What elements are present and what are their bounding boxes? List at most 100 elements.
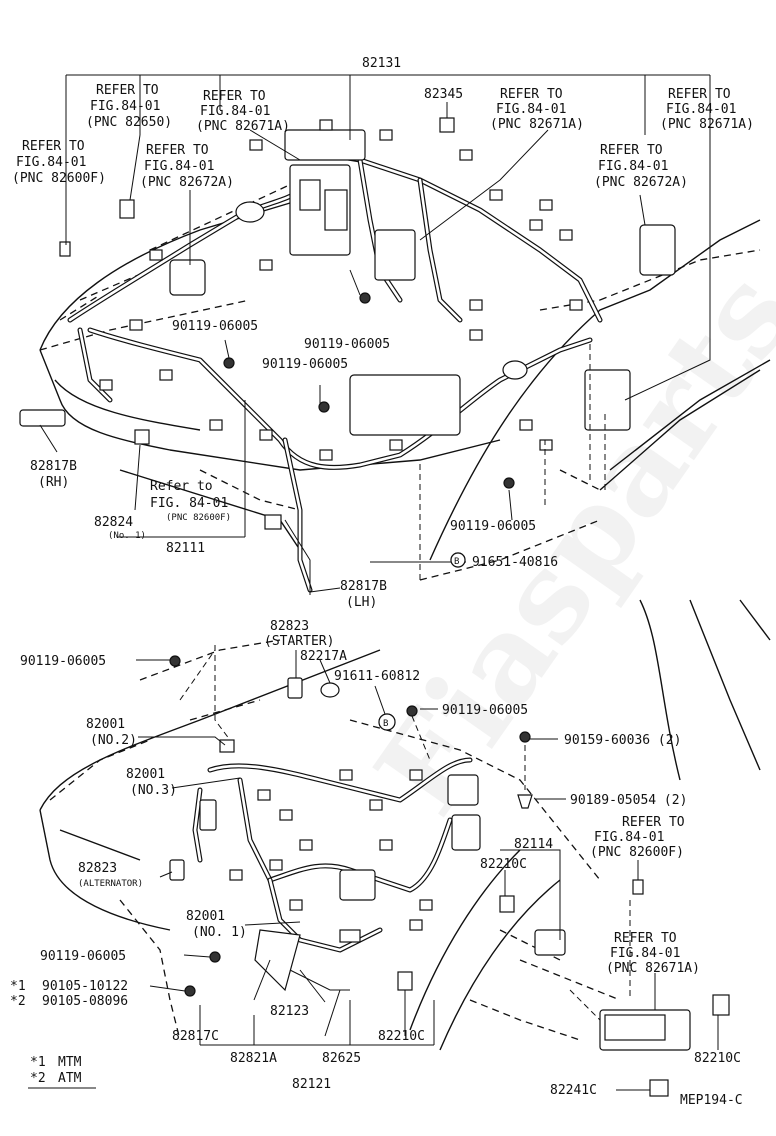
svg-text:82823: 82823 [78, 861, 117, 876]
label-91651: B 91651-40816 [450, 552, 558, 570]
legend-text-1: MTM [58, 1055, 82, 1070]
label-91611: 91611-60812 B [334, 669, 420, 731]
svg-text:*1: *1 [10, 979, 26, 994]
label-82001-no1: 82001 (NO. 1) [186, 909, 247, 940]
svg-text:(NO.2): (NO.2) [90, 733, 137, 748]
label-82241c: 82241C [550, 1083, 597, 1098]
label-82210c-c: 82210C [694, 1051, 741, 1066]
label-82817c: 82817C [172, 1029, 219, 1044]
label-90105-mtm: *1 90105-10122 [10, 979, 128, 994]
svg-text:REFER TO: REFER TO [203, 89, 266, 104]
svg-text:FIG.84-01: FIG.84-01 [200, 104, 270, 119]
bottom-components [169, 655, 730, 1097]
label-82114: 82114 [514, 837, 553, 852]
refer-82671a-left: REFER TO FIG.84-01 (PNC 82671A) [196, 89, 290, 134]
top-leader-lines [39, 74, 711, 593]
label-82001-no3: 82001 (NO.3) [126, 767, 177, 798]
svg-text:B: B [383, 719, 388, 729]
svg-text:(PNC 82600F): (PNC 82600F) [166, 513, 231, 523]
top-components [19, 117, 676, 595]
svg-text:REFER TO: REFER TO [146, 143, 209, 158]
svg-text:(PNC 82600F): (PNC 82600F) [12, 171, 106, 186]
diagram-code: MEP194-C [680, 1093, 743, 1108]
svg-text:Refer to: Refer to [150, 479, 213, 494]
svg-text:FIG.84-01: FIG.84-01 [610, 946, 680, 961]
svg-text:REFER TO: REFER TO [622, 815, 685, 830]
top-wire-harness [67, 147, 603, 593]
label-82821a: 82821A [230, 1051, 277, 1066]
label-82217a: 82217A [300, 649, 347, 664]
refer-82600f-lower: Refer to FIG. 84-01 (PNC 82600F) [150, 479, 231, 523]
svg-text:(PNC 82671A): (PNC 82671A) [606, 961, 700, 976]
svg-text:(STARTER): (STARTER) [264, 634, 334, 649]
svg-text:REFER TO: REFER TO [96, 83, 159, 98]
top-labels: 82131 REFER TO FIG.84-01 (PNC 82650) REF… [12, 56, 754, 610]
legend-text-2: ATM [58, 1071, 82, 1086]
svg-text:(PNC 82671A): (PNC 82671A) [196, 119, 290, 134]
bottom-body-outline [39, 599, 771, 1051]
svg-text:REFER TO: REFER TO [500, 87, 563, 102]
svg-text:FIG.84-01: FIG.84-01 [666, 102, 736, 117]
label-82823-alternator: 82823 (ALTERNATOR) [78, 861, 143, 889]
svg-text:82001: 82001 [186, 909, 225, 924]
bottom-leader-lines [136, 645, 719, 1091]
svg-text:FIG.84-01: FIG.84-01 [16, 155, 86, 170]
svg-text:91651-40816: 91651-40816 [472, 555, 558, 570]
label-bolt-c: 90119-06005 [262, 357, 348, 372]
label-bolt-b: 90119-06005 [304, 337, 390, 352]
label-bolt-e: 90119-06005 [20, 654, 106, 669]
svg-text:FIG.84-01: FIG.84-01 [594, 830, 664, 845]
svg-text:(PNC 82650): (PNC 82650) [86, 115, 172, 130]
refer-82650: REFER TO FIG.84-01 (PNC 82650) [86, 83, 172, 130]
svg-text:(LH): (LH) [346, 595, 377, 610]
label-bolt-g: 90119-06005 [40, 949, 126, 964]
legend: *1 MTM *2 ATM [28, 1055, 96, 1089]
svg-text:REFER TO: REFER TO [668, 87, 731, 102]
svg-text:(No. 1): (No. 1) [108, 531, 146, 541]
svg-text:B: B [454, 557, 459, 567]
label-82823-starter: 82823 (STARTER) [264, 619, 334, 649]
legend-mark-2: *2 [30, 1071, 46, 1086]
svg-text:82817B: 82817B [30, 459, 77, 474]
svg-text:*2: *2 [10, 994, 26, 1009]
label-82123: 82123 [270, 1004, 309, 1019]
svg-text:FIG.84-01: FIG.84-01 [144, 159, 214, 174]
label-82817b-lh: 82817B (LH) [340, 579, 387, 610]
bottom-labels: 90119-06005 82823 (STARTER) 82217A 91611… [10, 619, 741, 1098]
label-90159: 90159-60036 (2) [564, 733, 681, 748]
svg-text:82001: 82001 [86, 717, 125, 732]
svg-text:82001: 82001 [126, 767, 165, 782]
label-82345: 82345 [424, 87, 463, 102]
label-bolt-f: 90119-06005 [442, 703, 528, 718]
svg-text:(NO. 1): (NO. 1) [192, 925, 247, 940]
label-82625: 82625 [322, 1051, 361, 1066]
label-82111: 82111 [166, 541, 205, 556]
legend-mark-1: *1 [30, 1055, 46, 1070]
refer-82671a-bottom: REFER TO FIG.84-01 (PNC 82671A) [606, 931, 700, 976]
svg-text:90105-08096: 90105-08096 [42, 994, 128, 1009]
label-82210c-b: 82210C [378, 1029, 425, 1044]
svg-text:82817B: 82817B [340, 579, 387, 594]
svg-text:REFER TO: REFER TO [614, 931, 677, 946]
refer-82672a-right: REFER TO FIG.84-01 (PNC 82672A) [594, 143, 688, 190]
svg-text:FIG. 84-01: FIG. 84-01 [150, 496, 228, 511]
refer-82600f-top: REFER TO FIG.84-01 (PNC 82600F) [12, 139, 106, 186]
svg-text:REFER TO: REFER TO [22, 139, 85, 154]
refer-82672a-left: REFER TO FIG.84-01 (PNC 82672A) [140, 143, 234, 190]
svg-text:91611-60812: 91611-60812 [334, 669, 420, 684]
svg-text:(PNC 82671A): (PNC 82671A) [490, 117, 584, 132]
refer-82600f-bottom: REFER TO FIG.84-01 (PNC 82600F) [590, 815, 685, 860]
svg-text:82823: 82823 [270, 619, 309, 634]
svg-text:FIG.84-01: FIG.84-01 [598, 159, 668, 174]
label-82210c-a: 82210C [480, 857, 527, 872]
label-bolt-d: 90119-06005 [450, 519, 536, 534]
label-82824: 82824 (No. 1) [94, 515, 146, 541]
svg-text:FIG.84-01: FIG.84-01 [496, 102, 566, 117]
svg-text:FIG.84-01: FIG.84-01 [90, 99, 160, 114]
label-bolt-a: 90119-06005 [172, 319, 258, 334]
svg-text:(PNC 82600F): (PNC 82600F) [590, 845, 684, 860]
svg-text:(PNC 82672A): (PNC 82672A) [140, 175, 234, 190]
svg-text:90105-10122: 90105-10122 [42, 979, 128, 994]
label-82817b-rh: 82817B (RH) [30, 459, 77, 490]
